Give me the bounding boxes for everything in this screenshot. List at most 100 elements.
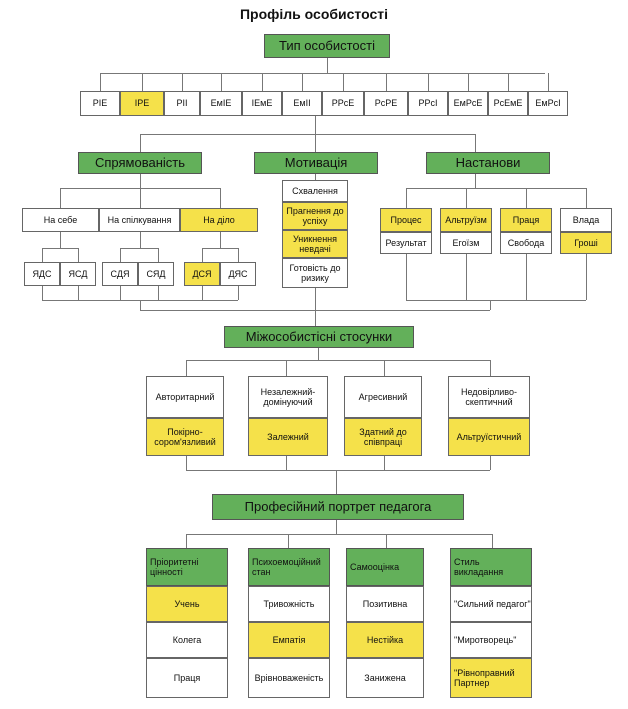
direction-communication: На спілкування <box>99 208 180 232</box>
connector <box>384 456 385 470</box>
interpersonal-header: Міжособистісні стосунки <box>224 326 414 348</box>
relation-aggressive: Агресивний <box>344 376 422 418</box>
attitude-egoism: Егоїзм <box>440 232 492 254</box>
connector <box>262 73 263 91</box>
connector <box>318 348 319 360</box>
connector <box>384 360 385 376</box>
self-esteem-positive: Позитивна <box>346 586 424 622</box>
connector <box>336 520 337 534</box>
motive-success: Прагнення до успіху <box>282 202 348 230</box>
connector <box>466 254 467 300</box>
type-5: EмII <box>282 91 322 116</box>
connector <box>202 286 203 300</box>
connector <box>158 286 159 300</box>
order-dsya: ДСЯ <box>184 262 220 286</box>
connector <box>220 188 221 208</box>
relation-altruistic: Альтруїстичний <box>448 418 530 456</box>
connector <box>526 254 527 300</box>
connector <box>100 73 545 74</box>
type-7: PcPE <box>364 91 408 116</box>
direction-work: На діло <box>180 208 258 232</box>
professional-header: Професійний портрет педагога <box>212 494 464 520</box>
connector <box>428 73 429 91</box>
connector <box>238 248 239 262</box>
connector <box>490 300 491 310</box>
connector <box>466 188 467 208</box>
teaching-style-strong: "Сильний педагог" <box>450 586 532 622</box>
connector <box>586 254 587 300</box>
connector <box>315 174 316 180</box>
connector <box>140 134 475 135</box>
connector <box>406 188 586 189</box>
connector <box>120 248 158 249</box>
connector <box>78 286 79 300</box>
connector <box>186 534 187 548</box>
attitude-process: Процес <box>380 208 432 232</box>
connector <box>60 232 61 248</box>
connector <box>42 248 78 249</box>
motive-approval: Схвалення <box>282 180 348 202</box>
values-colleague: Колега <box>146 622 228 658</box>
relation-submissive: Покірно-сором'язливий <box>146 418 224 456</box>
connector <box>315 288 316 310</box>
type-10: PcEмE <box>488 91 528 116</box>
spryamovanist-header: Спрямованість <box>78 152 202 174</box>
connector <box>140 300 141 310</box>
connector <box>315 310 316 326</box>
self-esteem-unstable: Нестійка <box>346 622 424 658</box>
connector <box>315 116 316 134</box>
connector <box>182 73 183 91</box>
connector <box>140 188 141 208</box>
connector <box>202 248 203 262</box>
relation-cooperative: Здатний до співпраці <box>344 418 422 456</box>
connector <box>475 134 476 152</box>
connector <box>286 360 287 376</box>
connector <box>186 534 492 535</box>
connector <box>286 456 287 470</box>
personality-type-header: Тип особистості <box>264 34 390 58</box>
relation-authoritarian: Авторитарний <box>146 376 224 418</box>
emotional-anxiety: Тривожність <box>248 586 330 622</box>
type-6: PPcE <box>322 91 364 116</box>
values-work: Праця <box>146 658 228 698</box>
type-11: EмPcI <box>528 91 568 116</box>
connector <box>343 73 344 91</box>
connector <box>315 134 316 152</box>
connector <box>78 248 79 262</box>
type-8: PPcI <box>408 91 448 116</box>
connector <box>302 73 303 91</box>
connector <box>186 470 490 471</box>
connector <box>42 286 43 300</box>
type-0: PIE <box>80 91 120 116</box>
values-student: Учень <box>146 586 228 622</box>
order-dyas: ДЯС <box>220 262 256 286</box>
connector <box>526 188 527 208</box>
teaching-style-partner: "Рівноправний Партнер <box>450 658 532 698</box>
connector <box>140 174 141 188</box>
connector <box>42 248 43 262</box>
nastanovy-header: Настанови <box>426 152 550 174</box>
connector <box>186 456 187 470</box>
teaching-style-head: Стиль викладання <box>450 548 532 586</box>
motive-risk: Готовість до ризику <box>282 258 348 288</box>
emotional-balance: Врівноваженість <box>248 658 330 698</box>
order-yads: ЯДС <box>24 262 60 286</box>
connector <box>492 534 493 548</box>
connector <box>186 360 187 376</box>
connector <box>336 470 337 494</box>
connector <box>140 134 141 152</box>
connector <box>386 73 387 91</box>
attitude-labor: Праця <box>500 208 552 232</box>
connector <box>120 286 121 300</box>
type-9: EмPcE <box>448 91 488 116</box>
connector <box>386 534 387 548</box>
connector <box>490 360 491 376</box>
connector <box>100 73 101 91</box>
self-esteem-low: Занижена <box>346 658 424 698</box>
connector <box>468 73 469 91</box>
motyvatsiya-header: Мотивація <box>254 152 378 174</box>
emotional-head: Психоемоційний стан <box>248 548 330 586</box>
teaching-style-peacemaker: "Миротворець" <box>450 622 532 658</box>
connector <box>142 73 143 91</box>
connector <box>238 286 239 300</box>
